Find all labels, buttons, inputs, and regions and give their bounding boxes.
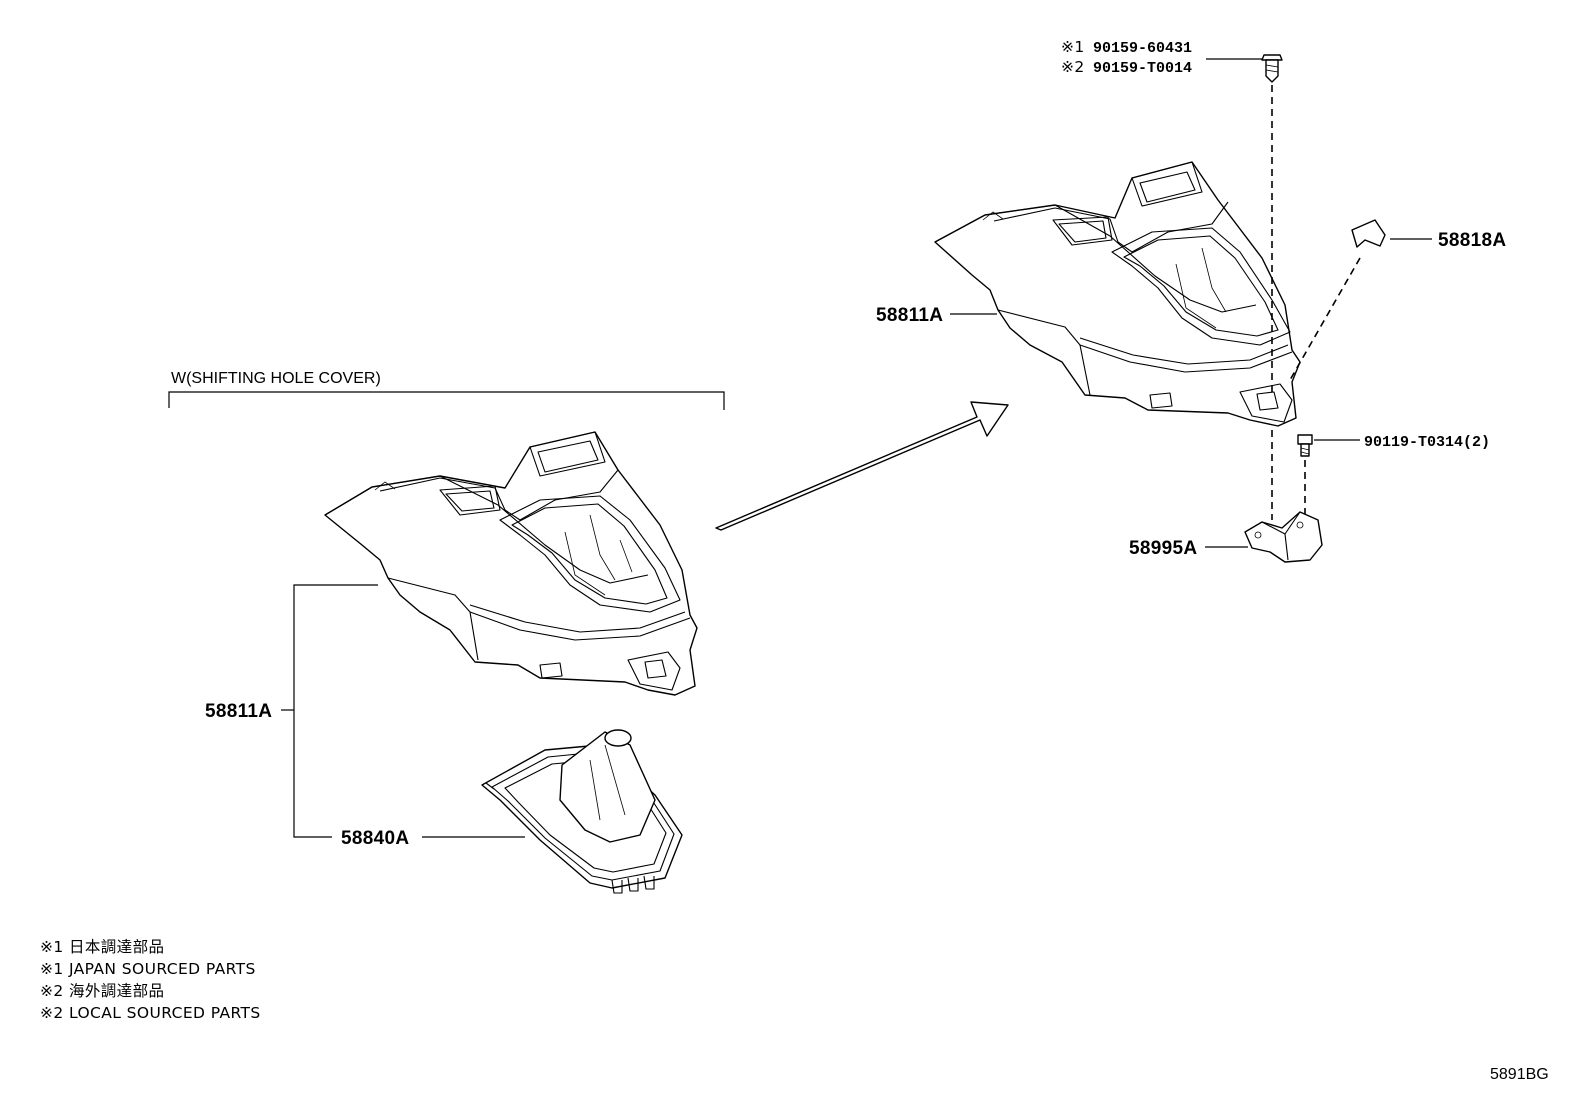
callout-58811A-left: 58811A (205, 701, 272, 722)
note-1: ※1 日本調達部品 (40, 938, 164, 956)
console-box-left (324, 431, 698, 696)
bracket-58995A (1244, 511, 1323, 563)
leader-left-bracket (293, 584, 378, 838)
callout-58995A: 58995A (1129, 538, 1197, 559)
screw-top (1261, 54, 1283, 83)
assembly-bracket (168, 391, 725, 410)
callout-58818A: 58818A (1438, 230, 1506, 251)
screw-1-mark: ※1 (1061, 38, 1085, 56)
note-4: ※2 LOCAL SOURCED PARTS (40, 1004, 261, 1022)
callout-90119: 90119-T0314(2) (1364, 434, 1490, 451)
callout-58840A: 58840A (341, 828, 409, 849)
assembly-arrow (715, 401, 1009, 531)
note-3: ※2 海外調達部品 (40, 982, 164, 1000)
shift-boot (481, 729, 683, 894)
screw-2-mark: ※2 (1061, 58, 1085, 76)
screw-2-code: 90159-T0014 (1093, 60, 1192, 77)
screw-1-code: 90159-60431 (1093, 40, 1192, 57)
diagram-code: 5891BG (1490, 1066, 1549, 1083)
callout-58811A-right: 58811A (876, 305, 943, 326)
note-2: ※1 JAPAN SOURCED PARTS (40, 960, 256, 978)
cap-58818A (1351, 219, 1386, 248)
console-box-right (934, 161, 1301, 427)
assembly-label: W(SHIFTING HOLE COVER) (171, 370, 381, 387)
bolt-90119 (1297, 434, 1313, 457)
